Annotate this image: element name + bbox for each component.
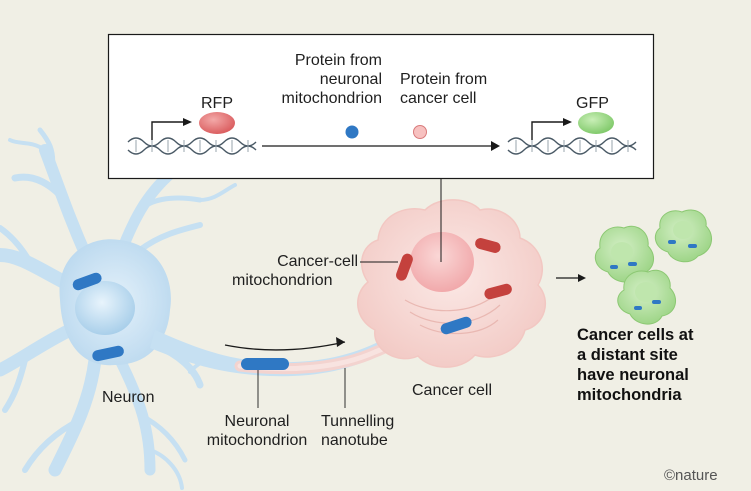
cancer-mito-2 [475,238,501,253]
rfp-label: RFP [201,95,233,112]
cancer-mito-1 [396,253,413,281]
transferred-neuronal-mito [440,316,472,335]
gfp-label: GFP [576,95,609,112]
transfer-arrowhead [336,337,345,347]
neuronal-mito-in-nanotube [241,358,289,370]
promoter-arrow-right [531,121,564,140]
nanotube-label: Tunnelling nanotube [321,413,395,449]
promoter-arrow-left [151,121,184,140]
neuronal-mito-2 [92,345,124,362]
green-cell-1 [594,225,655,283]
transfer-arrow [224,341,346,351]
neuron-label: Neuron [102,389,155,406]
dna-right [507,137,637,155]
cancer-cell-mito-label: Cancer-cell [277,253,358,270]
neuronal-mito-label: Neuronal mitochondrion [206,413,308,449]
cancer-nucleus [410,232,474,292]
nature-credit: ©nature [664,467,718,484]
cancer-mito-3 [484,283,512,300]
dna-left [127,137,257,155]
gfp-protein [578,112,614,134]
green-cell-2 [654,209,713,263]
cancer-cell [357,199,547,368]
cancer-protein-dot [413,125,427,139]
green-cell-3 [617,269,677,325]
neuron-nucleus [75,281,135,335]
distant-cancer-cells [594,209,713,325]
cancer-cell-label: Cancer cell [412,382,493,399]
neuronal-mito-1 [72,272,102,291]
neuronal-protein-dot [345,125,359,139]
reporter-box [107,33,655,262]
protein-neuronal-label: Protein from neuronal mitochondrion [281,52,383,107]
cancer-cell-mito-label-2: mitochondrion [232,272,333,289]
distant-cells-label: Cancer cells at a distant site have neur… [577,326,694,404]
rfp-protein [199,112,235,134]
protein-cancer-label: Protein from cancer cell [400,71,488,107]
